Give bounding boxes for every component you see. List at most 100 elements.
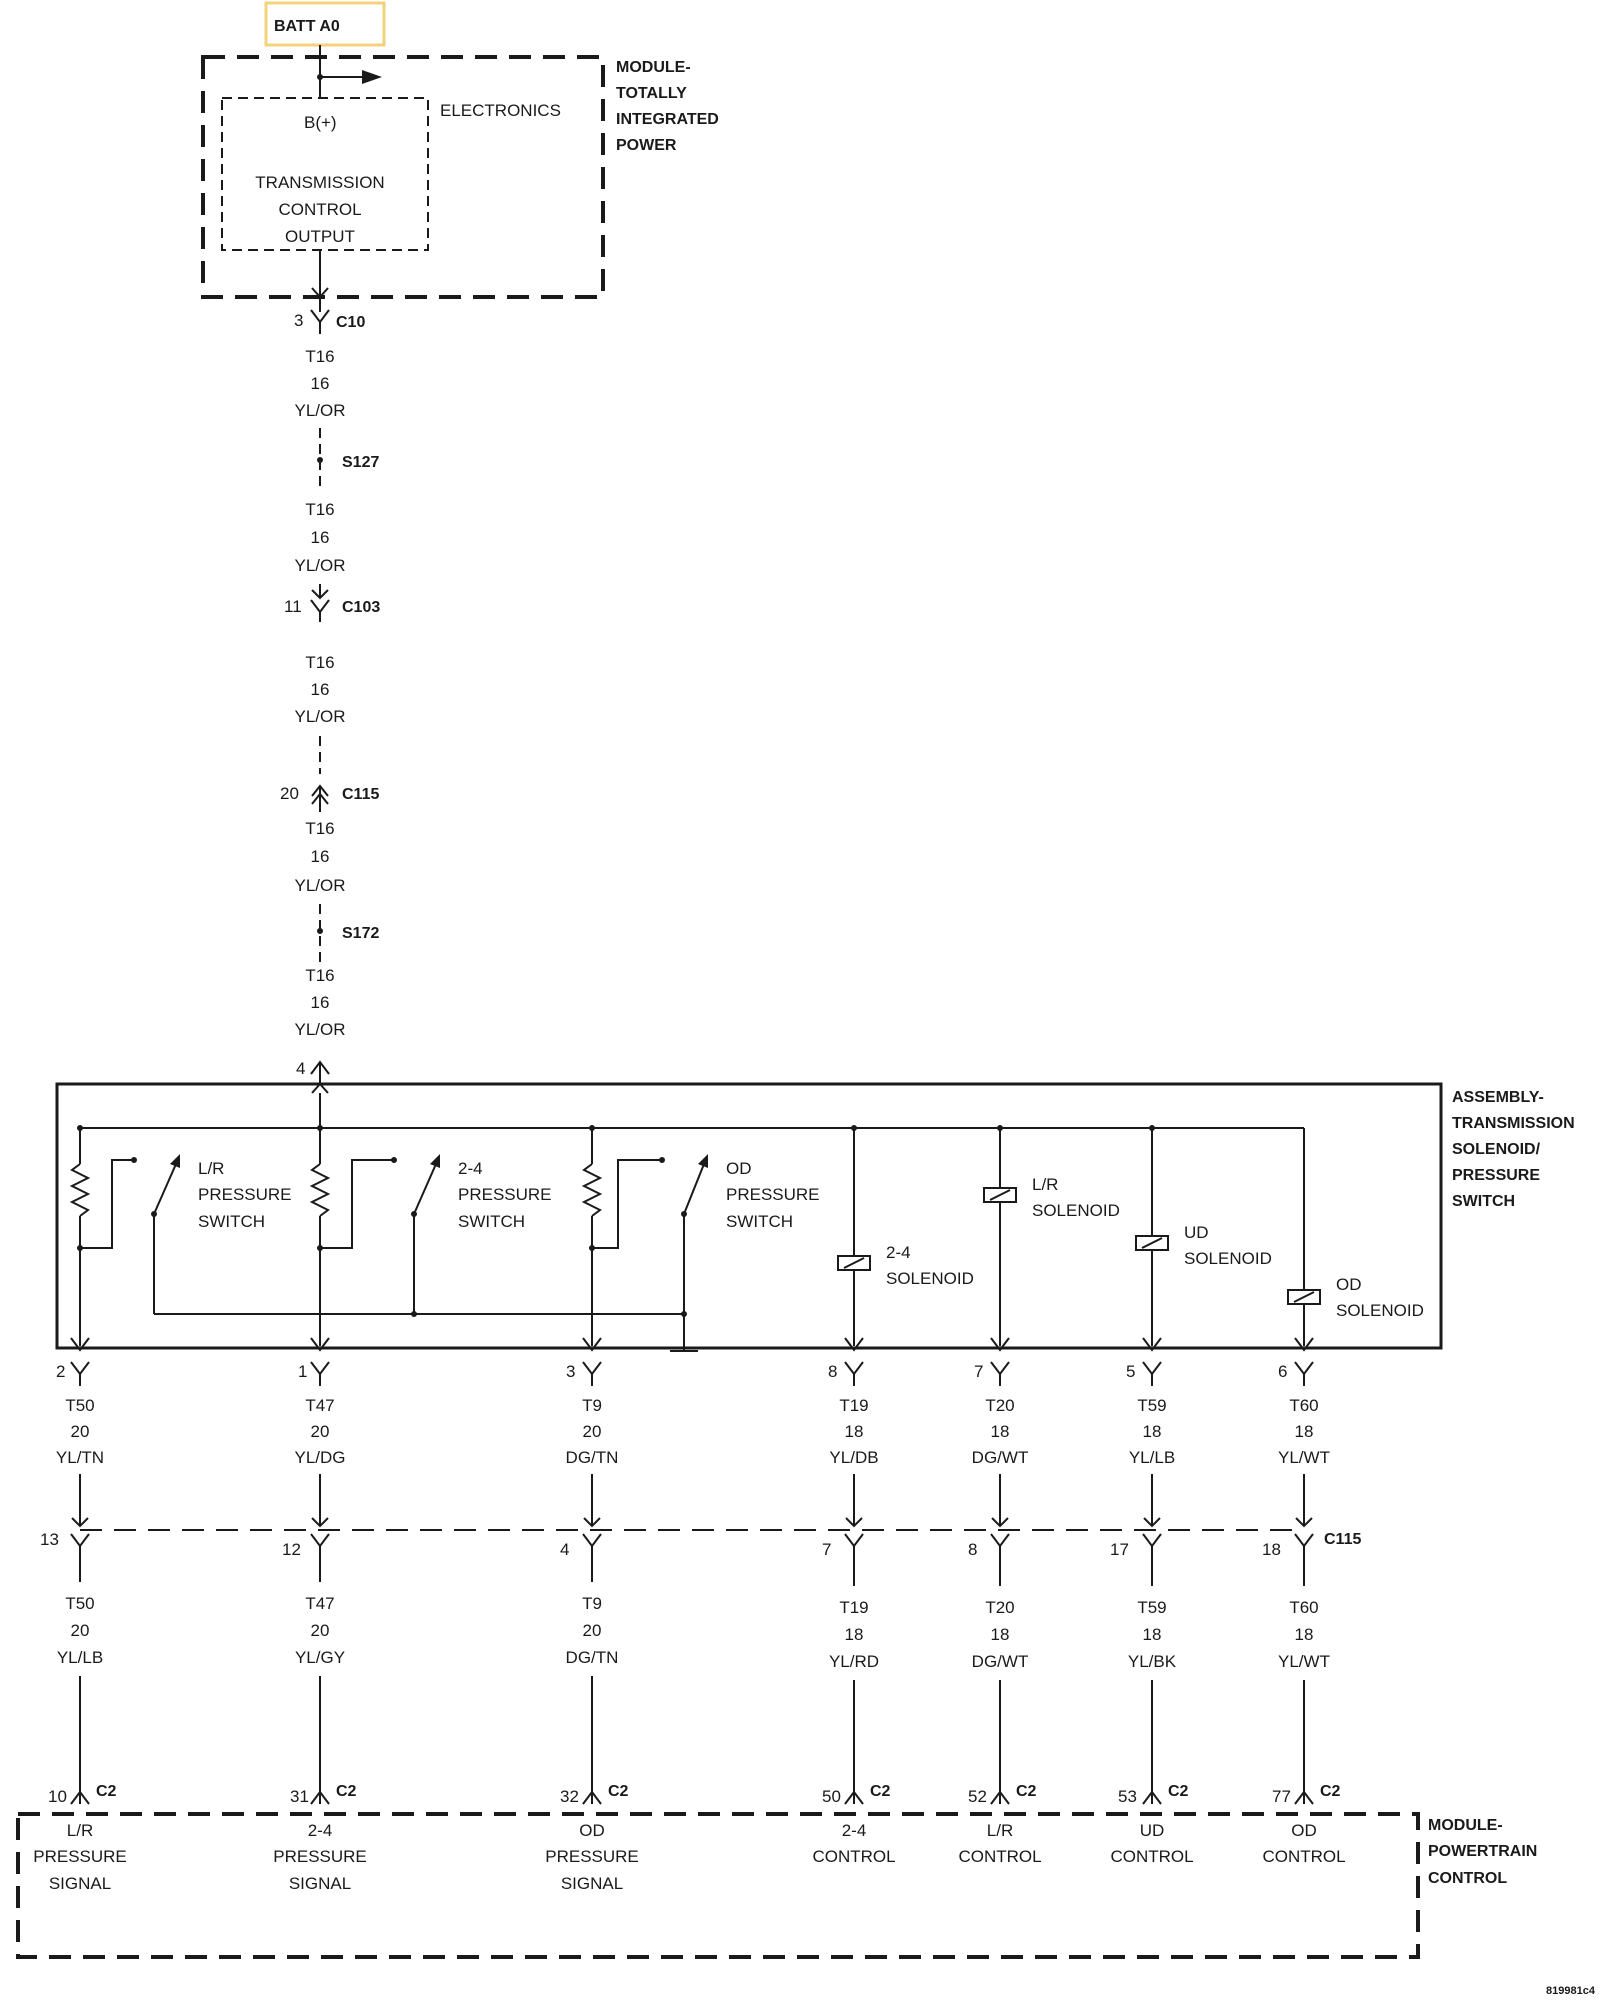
c103-pin: 11	[284, 597, 302, 616]
signal-line: UD	[1140, 1821, 1165, 1840]
c2-pin: 50	[822, 1787, 841, 1806]
upper-wire-code: T50	[65, 1396, 94, 1415]
lower-wire-code: T47	[305, 1594, 334, 1613]
resistor	[581, 1163, 603, 1217]
tipm-name: MODULE- TOTALLY INTEGRATED POWER	[616, 59, 719, 154]
label-line: SWITCH	[458, 1212, 525, 1231]
circuit-column: 6 T60 18 YL/WT 18 C115 T60 18 YL/WT 77 C…	[1262, 1361, 1361, 1866]
s127-splice	[317, 457, 323, 463]
c2-connector	[1294, 1790, 1314, 1805]
signal-line: L/R	[67, 1821, 93, 1840]
label-line: UD	[1184, 1223, 1209, 1242]
pcm-name-line: MODULE-	[1428, 1817, 1503, 1834]
assembly-name-line: ASSEMBLY-	[1452, 1089, 1544, 1106]
pcm-module-box	[16, 1812, 1420, 1959]
c115-pin: 7	[822, 1540, 831, 1559]
lr-solenoid-label: L/R SOLENOID	[1032, 1175, 1120, 1220]
wire-color: YL/OR	[294, 401, 345, 420]
c115-pin: 17	[1110, 1540, 1129, 1559]
lower-wire-color: YL/BK	[1128, 1652, 1177, 1671]
upper-wire-gauge: 18	[845, 1422, 864, 1441]
top-pin: 3	[566, 1362, 575, 1381]
c115-connector	[1142, 1517, 1162, 1586]
label-line: 2-4	[458, 1159, 483, 1178]
od-pressure-switch-group	[581, 1128, 708, 1352]
assembly-pin4-connector	[310, 1060, 330, 1094]
wire-color: YL/OR	[294, 876, 345, 895]
upper-wire-gauge: 18	[991, 1422, 1010, 1441]
c115-connector	[844, 1517, 864, 1586]
assembly-name-line: PRESSURE	[1452, 1167, 1540, 1184]
feed-seg2-label: T16 16 YL/OR	[294, 500, 345, 575]
wire-gauge: 16	[311, 847, 330, 866]
lower-wire-color: YL/RD	[829, 1652, 879, 1671]
lower-wire-gauge: 20	[71, 1621, 90, 1640]
assembly-name-line: TRANSMISSION	[1452, 1115, 1575, 1132]
upper-wire-code: T20	[985, 1396, 1014, 1415]
lower-wire-code: T60	[1289, 1598, 1318, 1617]
signal-line: CONTROL	[1262, 1847, 1345, 1866]
c10-pin: 3	[294, 311, 303, 330]
c2-pin: 52	[968, 1787, 987, 1806]
lr-pressure-switch-group	[69, 1128, 180, 1352]
assembly-output-connector	[844, 1361, 864, 1386]
c10-name: C10	[336, 314, 365, 331]
feed-seg5-label: T16 16 YL/OR	[294, 966, 345, 1039]
c115-pin: 8	[968, 1540, 977, 1559]
feed-seg3-label: T16 16 YL/OR	[294, 653, 345, 726]
assembly-output-connector	[1142, 1361, 1162, 1386]
top-pin: 7	[974, 1362, 983, 1381]
c2-name: C2	[870, 1783, 891, 1800]
assembly-output-connector	[582, 1361, 602, 1386]
c2-name: C2	[1168, 1783, 1189, 1800]
assembly-box	[55, 1082, 1443, 1350]
c2-connector	[1142, 1790, 1162, 1805]
feed-seg4-label: T16 16 YL/OR	[294, 819, 345, 895]
c2-name: C2	[336, 1783, 357, 1800]
transmission-control-output: TRANSMISSION CONTROL OUTPUT	[255, 173, 384, 246]
c2-pin: 32	[560, 1787, 579, 1806]
electronics-label: ELECTRONICS	[440, 101, 561, 120]
lower-wire-code: T50	[65, 1594, 94, 1613]
pcm-name-line: CONTROL	[1428, 1870, 1507, 1887]
lower-wire-color: YL/WT	[1278, 1652, 1330, 1671]
lr-pressure-switch-label: L/R PRESSURE SWITCH	[198, 1159, 292, 1231]
label-line: 2-4	[886, 1243, 911, 1262]
c2-pin: 53	[1118, 1787, 1137, 1806]
label-line: SOLENOID	[1184, 1249, 1272, 1268]
c2-name: C2	[1016, 1783, 1037, 1800]
batt-label-box	[264, 1, 386, 47]
c103-name: C103	[342, 599, 380, 616]
label-line: L/R	[198, 1159, 224, 1178]
wire-gauge: 16	[311, 374, 330, 393]
top-pin: 8	[828, 1362, 837, 1381]
lower-wire-color: YL/LB	[57, 1648, 103, 1667]
wire-color: YL/OR	[294, 556, 345, 575]
circuit-column: 1 T47 20 YL/DG 12 T47 20 YL/GY 31 C2 2-4…	[273, 1361, 367, 1893]
c115-feed-connector	[311, 784, 329, 812]
ud-solenoid-label: UD SOLENOID	[1184, 1223, 1272, 1268]
output-line: CONTROL	[278, 200, 361, 219]
label-line: OD	[726, 1159, 752, 1178]
top-pin: 6	[1278, 1362, 1287, 1381]
tipm-electronics-box	[221, 97, 429, 251]
c115-connector	[310, 1517, 330, 1582]
lower-wire-gauge: 20	[311, 1621, 330, 1640]
top-pin: 2	[56, 1362, 65, 1381]
upper-wire-gauge: 20	[311, 1422, 330, 1441]
label-line: SOLENOID	[1032, 1201, 1120, 1220]
signal-line: OD	[1291, 1821, 1317, 1840]
upper-wire-gauge: 20	[583, 1422, 602, 1441]
s172-splice	[317, 928, 323, 934]
assembly-output-connector	[70, 1361, 90, 1386]
output-line: TRANSMISSION	[255, 173, 384, 192]
lower-wire-code: T9	[582, 1594, 602, 1613]
signal-line: CONTROL	[812, 1847, 895, 1866]
circuit-column: 7 T20 18 DG/WT 8 T20 18 DG/WT 52 C2 L/R …	[958, 1361, 1042, 1866]
c2-connector	[310, 1790, 330, 1805]
batt-arrow	[362, 70, 382, 84]
assembly-name-line: SOLENOID/	[1452, 1141, 1541, 1158]
c2-name: C2	[608, 1783, 629, 1800]
signal-line: 2-4	[308, 1821, 333, 1840]
